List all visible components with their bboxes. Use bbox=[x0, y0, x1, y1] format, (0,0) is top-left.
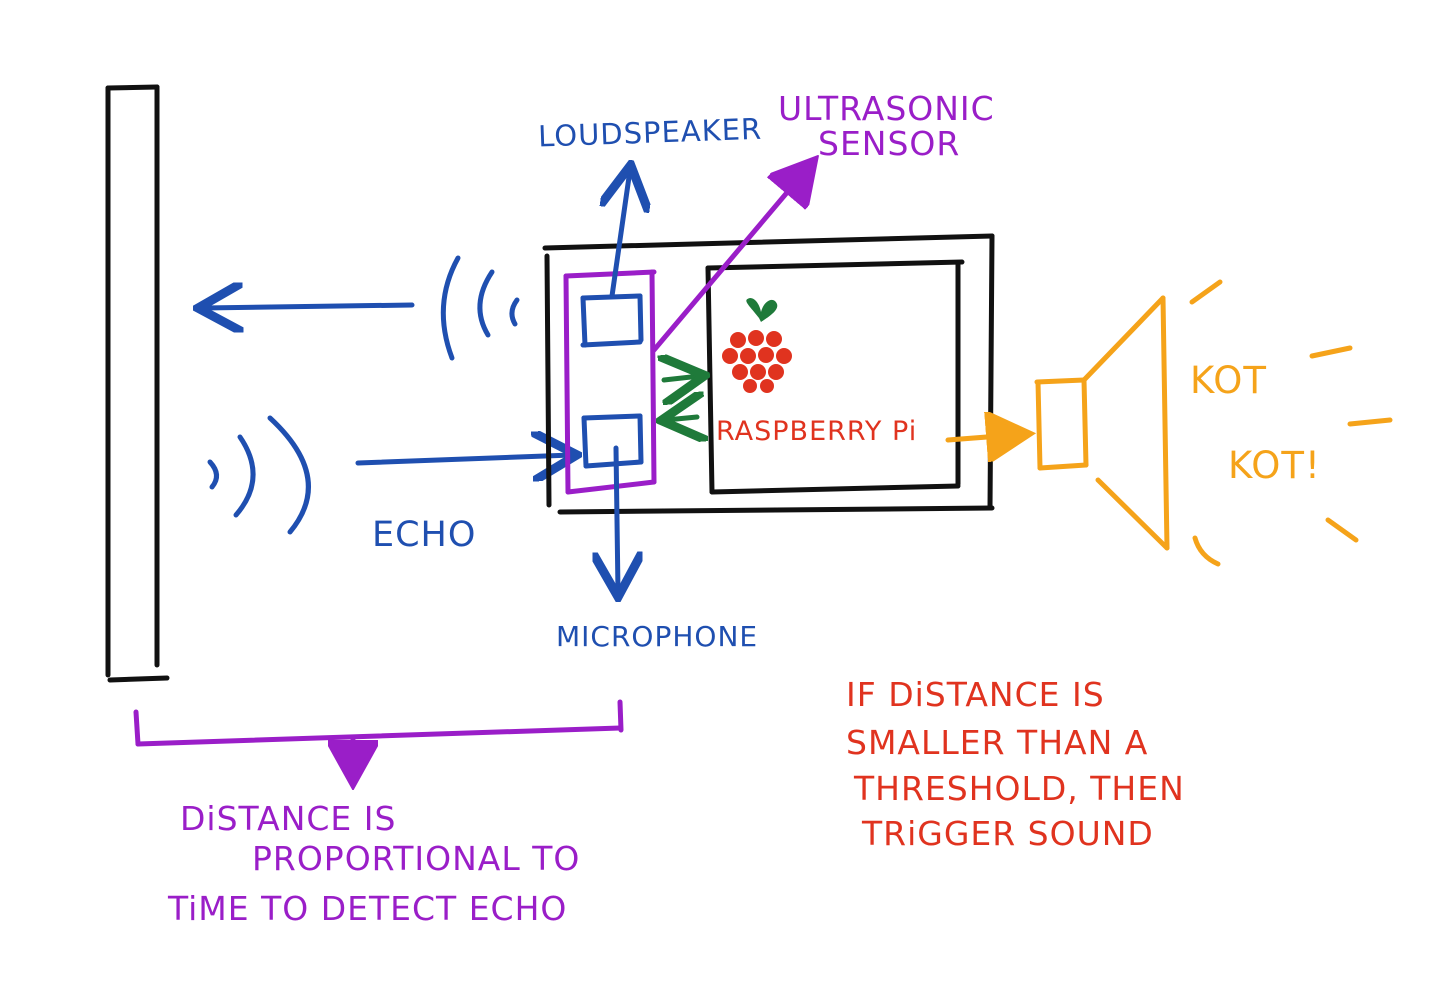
speaker-icon bbox=[1034, 295, 1170, 551]
speaker-sound-rays bbox=[1189, 279, 1393, 567]
echo-sound-waves bbox=[207, 415, 311, 535]
outgoing-wave-arrow bbox=[203, 305, 415, 308]
loudspeaker-label: LOUDSPEAKER bbox=[538, 112, 763, 154]
ultrasonic-label-line1: ULTRASONIC bbox=[778, 89, 995, 128]
wall bbox=[105, 84, 170, 683]
trigger-note-line1: IF DiSTANCE IS bbox=[846, 675, 1105, 714]
trigger-note-line4: TRiGGER SOUND bbox=[861, 814, 1154, 853]
trigger-note-line3: THRESHOLD, THEN bbox=[853, 769, 1185, 808]
echo-label: ECHO bbox=[372, 515, 476, 555]
ultrasonic-sensor-module bbox=[563, 269, 657, 495]
pi-to-sensor-arrow bbox=[666, 417, 697, 420]
microphone-pointer-arrow bbox=[616, 445, 618, 592]
pi-to-speaker-arrow bbox=[945, 434, 1026, 440]
raspberry-logo-icon bbox=[722, 298, 792, 393]
distance-note-line1: DiSTANCE IS bbox=[180, 799, 396, 838]
kot-label-2: KOT! bbox=[1228, 444, 1321, 487]
sensor-to-pi-arrow bbox=[664, 376, 700, 380]
echo-arrow bbox=[355, 455, 572, 463]
ultrasonic-pointer-arrow bbox=[651, 163, 812, 353]
kot-label-1: KOT bbox=[1190, 359, 1267, 402]
outgoing-sound-waves bbox=[440, 255, 520, 361]
microphone-element bbox=[581, 413, 644, 469]
ultrasonic-label-line2: SENSOR bbox=[818, 124, 960, 163]
loudspeaker-element bbox=[580, 293, 644, 348]
trigger-note-line2: SMALLER THAN A bbox=[846, 723, 1148, 762]
microphone-label: MICROPHONE bbox=[556, 620, 758, 653]
raspberry-pi-label: RASPBERRY Pi bbox=[716, 416, 917, 447]
distance-note-line3: TiME TO DETECT ECHO bbox=[167, 889, 567, 928]
distance-note-line2: PROPORTIONAL TO bbox=[252, 839, 580, 878]
loudspeaker-pointer-arrow bbox=[612, 170, 630, 299]
distance-bracket bbox=[133, 699, 624, 747]
